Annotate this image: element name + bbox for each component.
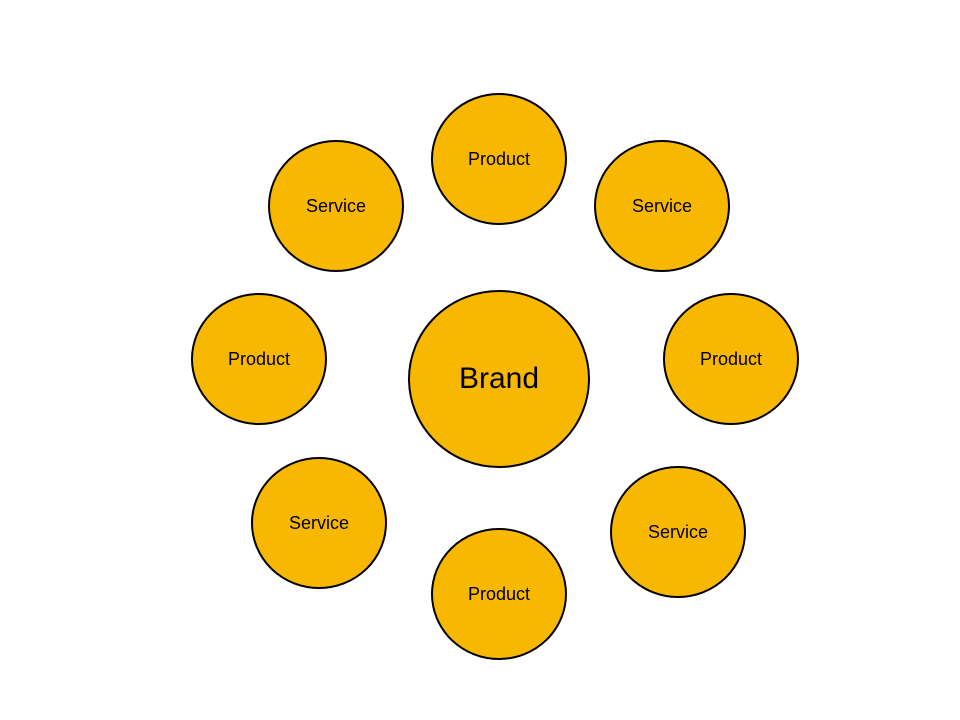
service-node-top-left: Service — [268, 140, 404, 272]
service-node-bottom-left: Service — [251, 457, 387, 589]
brand-node: Brand — [408, 290, 590, 468]
service-circle-top-right — [594, 140, 730, 272]
service-label-top-left: Service — [306, 196, 366, 216]
brand-circle — [408, 290, 590, 468]
product-circle-top — [431, 93, 567, 225]
service-label-top-right: Service — [632, 196, 692, 216]
service-node-top-right: Service — [594, 140, 730, 272]
product-circle-left — [191, 293, 327, 425]
product-label-bottom: Product — [468, 584, 530, 604]
service-node-bottom-right: Service — [610, 466, 746, 598]
product-label-top: Product — [468, 149, 530, 169]
product-node-left: Product — [191, 293, 327, 425]
service-label-bottom-right: Service — [648, 522, 708, 542]
product-label-right: Product — [700, 349, 762, 369]
service-circle-bottom-left — [251, 457, 387, 589]
service-circle-bottom-right — [610, 466, 746, 598]
brand-label: Brand — [459, 362, 539, 395]
product-node-bottom: Product — [431, 528, 567, 660]
product-label-left: Product — [228, 349, 290, 369]
service-circle-top-left — [268, 140, 404, 272]
product-node-top: Product — [431, 93, 567, 225]
product-circle-right — [663, 293, 799, 425]
product-circle-bottom — [431, 528, 567, 660]
product-node-right: Product — [663, 293, 799, 425]
service-label-bottom-left: Service — [289, 513, 349, 533]
